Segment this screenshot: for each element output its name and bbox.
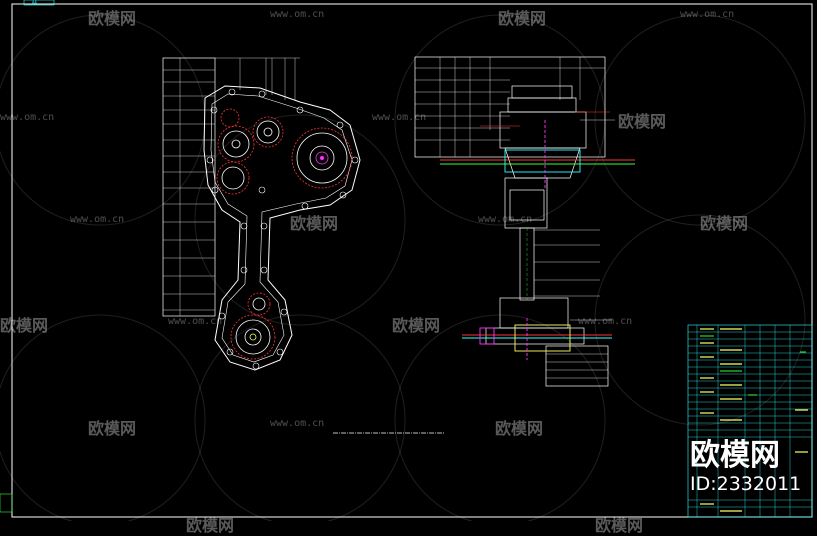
watermark-brand: 欧模网 xyxy=(290,214,339,233)
watermark-brand: 欧模网 xyxy=(186,516,235,535)
cad-drawing-canvas[interactable] xyxy=(0,0,817,521)
title-block xyxy=(687,324,813,518)
watermark-brand: 欧模网 xyxy=(88,9,137,28)
watermark-url: www.om.cn xyxy=(270,9,325,20)
watermark-url: www.om.cn xyxy=(578,316,633,327)
watermark-brand: 欧模网 xyxy=(88,419,137,438)
watermark-arcs xyxy=(0,14,806,521)
left-corner-tag xyxy=(0,493,13,513)
watermark-url: www.om.cn xyxy=(0,112,55,123)
watermark-brand-large: 欧模网 xyxy=(690,438,780,473)
watermark-url: www.om.cn xyxy=(70,214,125,225)
watermark-brand: 欧模网 xyxy=(618,112,667,131)
left-view-chain-housing xyxy=(162,57,361,371)
watermark-brand: 欧模网 xyxy=(595,516,644,535)
watermark-url: www.om.cn xyxy=(270,418,325,429)
watermark-brand: 欧模网 xyxy=(495,419,544,438)
watermark-url: www.om.cn xyxy=(372,112,427,123)
watermark-brand: 欧模网 xyxy=(498,9,547,28)
watermark-url: www.om.cn xyxy=(680,9,735,20)
left-view-gears xyxy=(216,108,353,360)
right-view-section xyxy=(414,56,609,387)
watermark-url: www.om.cn xyxy=(478,214,533,225)
watermark-brand: 欧模网 xyxy=(700,214,749,233)
watermark-url: www.om.cn xyxy=(168,316,223,327)
sheet-size-box xyxy=(23,0,55,6)
right-view-shafts xyxy=(440,111,635,360)
watermark-brand: 欧模网 xyxy=(0,316,49,335)
right-view-leaders xyxy=(534,119,615,321)
watermark-brand: 欧模网 xyxy=(392,316,441,335)
sheet-size-label: A4 xyxy=(32,0,37,5)
watermark-id: ID:2332011 xyxy=(690,473,802,495)
